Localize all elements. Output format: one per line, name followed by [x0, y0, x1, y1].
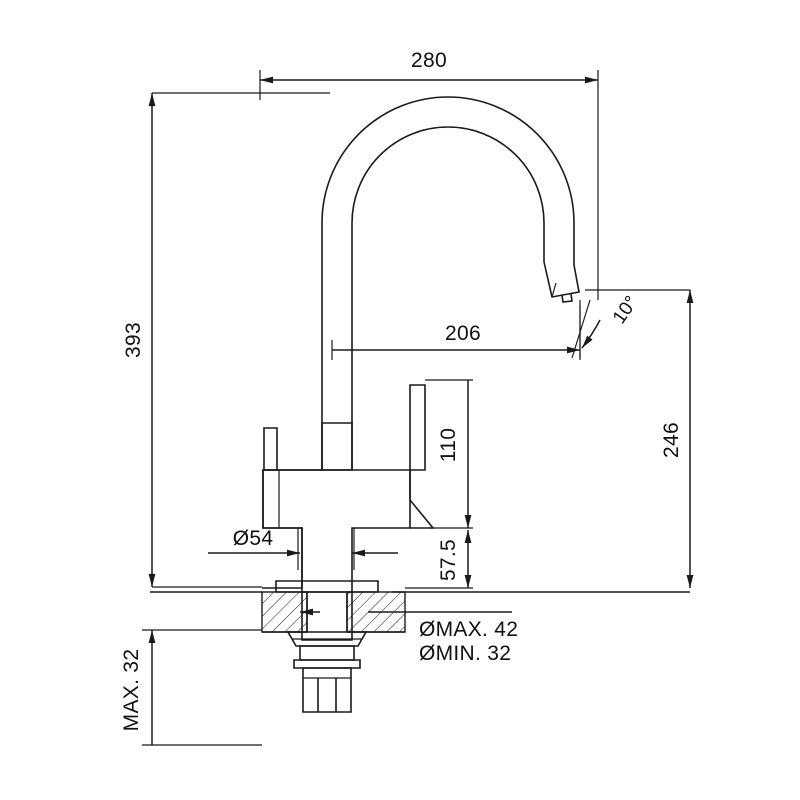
dimension-57-5: 57.5 [405, 530, 473, 589]
dim-label-246: 246 [660, 422, 683, 458]
dim-label-max32: MAX. 32 [120, 649, 143, 732]
dim-label-393: 393 [122, 322, 145, 358]
dim-label-280: 280 [411, 49, 447, 72]
dimension-246: 246 [585, 289, 694, 588]
dimension-110: 110 [425, 379, 473, 529]
dimension-393: 393 [122, 93, 262, 588]
hole-diameter-callout: ØMAX. 42 ØMIN. 32 [300, 608, 518, 665]
spout-outer-curve [321, 96, 575, 470]
bottom-shaft [302, 667, 352, 713]
valve-cap [321, 422, 353, 471]
dimension-angle-10: 10° [571, 292, 643, 359]
dim-label-dia-min: ØMIN. 32 [419, 642, 511, 665]
dimension-max-32: MAX. 32 [120, 629, 262, 746]
dim-label-575: 57.5 [437, 539, 460, 581]
dim-label-d54: Ø54 [233, 527, 274, 550]
dimension-diameter-54: Ø54 [208, 527, 398, 570]
body-silhouette [262, 469, 411, 593]
angle-slope-line [571, 299, 591, 359]
angle-arc-arrow [581, 319, 601, 349]
dimension-206: 206 [331, 305, 581, 360]
right-lever-handle [409, 384, 426, 471]
dim-label-206: 206 [445, 322, 481, 345]
spout-outlet-nozzle [543, 261, 580, 303]
dim-label-angle: 10° [609, 292, 643, 328]
lower-nut-collar [299, 645, 355, 661]
mounting-flange [275, 580, 379, 593]
spout-inner-curve [351, 126, 545, 470]
dimension-280: 280 [259, 49, 599, 300]
left-handle-stem [263, 427, 278, 471]
threaded-sleeve [293, 659, 361, 669]
right-lever-shoulder [409, 470, 435, 529]
dim-label-dia-max: ØMAX. 42 [419, 618, 518, 641]
clamp-washer [286, 631, 368, 647]
dim-label-110: 110 [437, 428, 460, 462]
